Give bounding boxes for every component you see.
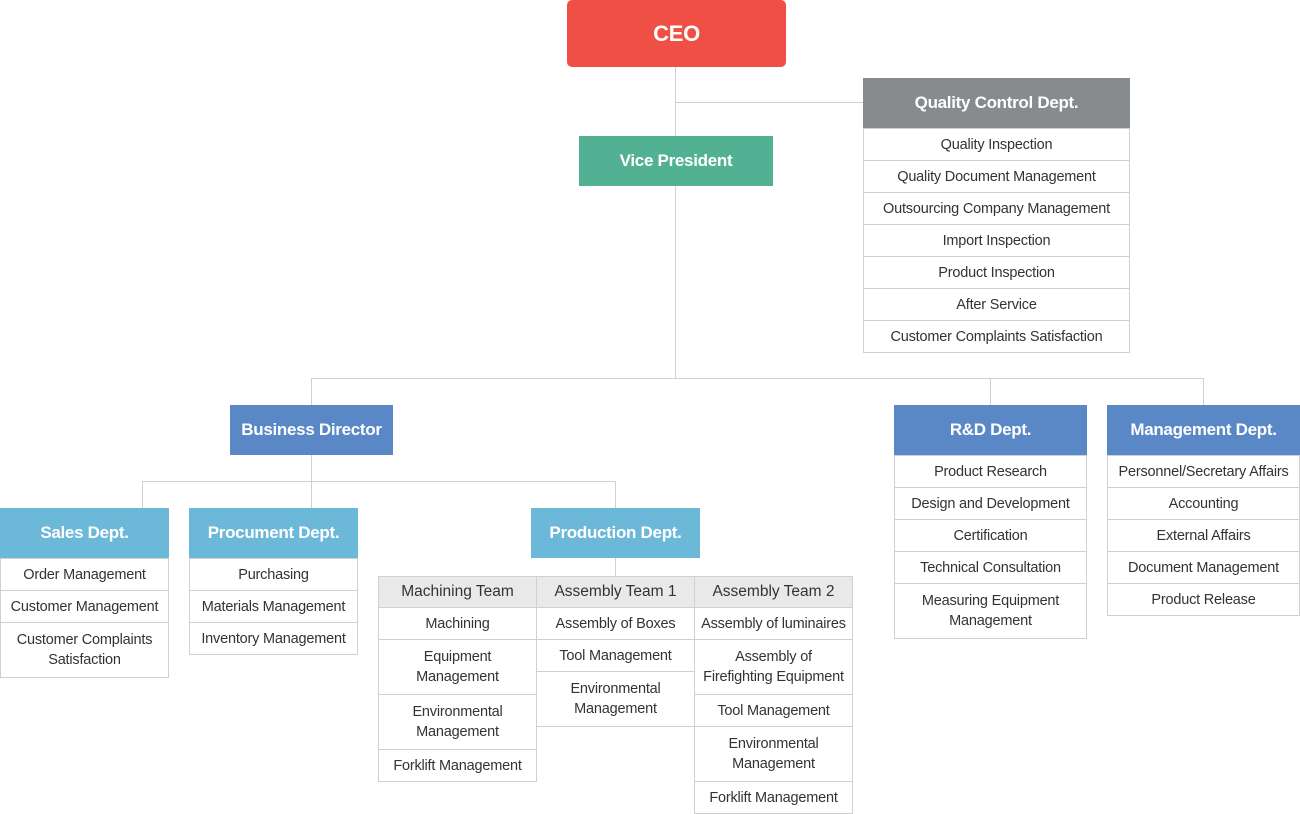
list-item: Assembly of luminaires <box>695 607 852 639</box>
connector-sales-drop <box>142 481 143 509</box>
list-item: Assembly of Boxes <box>537 607 694 639</box>
list-item: Forklift Management <box>379 749 536 781</box>
rd-dept-header: R&D Dept. <box>894 405 1087 455</box>
list-item: Measuring Equipment Management <box>895 583 1086 638</box>
assembly-team-1-list: Assembly of Boxes Tool Management Enviro… <box>536 607 695 727</box>
business-director-box: Business Director <box>230 405 393 455</box>
list-item: Environmental Management <box>695 726 852 781</box>
list-item: Accounting <box>1108 487 1299 519</box>
list-item: Inventory Management <box>190 622 357 654</box>
list-item: Assembly of Firefighting Equipment <box>695 639 852 694</box>
list-item: External Affairs <box>1108 519 1299 551</box>
management-dept-header: Management Dept. <box>1107 405 1300 455</box>
list-item: Import Inspection <box>864 224 1129 256</box>
list-item: Certification <box>895 519 1086 551</box>
vice-president-box: Vice President <box>579 136 773 186</box>
connector-vp-down <box>675 186 676 378</box>
connector-procurement-drop <box>311 481 312 509</box>
management-dept-list: Personnel/Secretary Affairs Accounting E… <box>1107 455 1300 616</box>
assembly-team-2-header: Assembly Team 2 <box>694 576 853 608</box>
sales-dept-list: Order Management Customer Management Cus… <box>0 558 169 678</box>
assembly-team-1-header: Assembly Team 1 <box>536 576 695 608</box>
connector-bd-down <box>311 454 312 481</box>
quality-control-list: Quality Inspection Quality Document Mana… <box>863 128 1130 353</box>
list-item: Environmental Management <box>379 694 536 749</box>
production-dept-header: Production Dept. <box>531 508 700 558</box>
list-item: Product Release <box>1108 583 1299 615</box>
list-item: Technical Consultation <box>895 551 1086 583</box>
list-item: After Service <box>864 288 1129 320</box>
list-item: Quality Document Management <box>864 160 1129 192</box>
list-item: Forklift Management <box>695 781 852 813</box>
connector-bd-drop <box>311 378 312 406</box>
connector-level2-horizontal <box>311 378 1204 379</box>
list-item: Equipment Management <box>379 639 536 694</box>
list-item: Order Management <box>1 558 168 590</box>
list-item: Environmental Management <box>537 671 694 726</box>
sales-dept-header: Sales Dept. <box>0 508 169 558</box>
rd-dept-list: Product Research Design and Development … <box>894 455 1087 639</box>
machining-team-header: Machining Team <box>378 576 537 608</box>
machining-team-list: Machining Equipment Management Environme… <box>378 607 537 782</box>
list-item: Customer Complaints Satisfaction <box>1 622 168 677</box>
connector-production-drop <box>615 481 616 509</box>
assembly-team-2-list: Assembly of luminaires Assembly of Firef… <box>694 607 853 814</box>
list-item: Personnel/Secretary Affairs <box>1108 455 1299 487</box>
list-item: Product Inspection <box>864 256 1129 288</box>
connector-level3-horizontal <box>142 481 616 482</box>
connector-qc-horizontal <box>675 102 864 103</box>
ceo-box: CEO <box>567 0 786 67</box>
list-item: Document Management <box>1108 551 1299 583</box>
connector-ceo-vp <box>675 67 676 136</box>
list-item: Design and Development <box>895 487 1086 519</box>
list-item: Quality Inspection <box>864 128 1129 160</box>
procurement-dept-header: Procument Dept. <box>189 508 358 558</box>
procurement-dept-list: Purchasing Materials Management Inventor… <box>189 558 358 655</box>
list-item: Purchasing <box>190 558 357 590</box>
list-item: Tool Management <box>695 694 852 726</box>
list-item: Machining <box>379 607 536 639</box>
connector-rd-drop <box>990 378 991 406</box>
list-item: Materials Management <box>190 590 357 622</box>
list-item: Product Research <box>895 455 1086 487</box>
connector-production-teams <box>615 557 616 577</box>
connector-mgmt-drop <box>1203 378 1204 406</box>
list-item: Customer Complaints Satisfaction <box>864 320 1129 352</box>
list-item: Customer Management <box>1 590 168 622</box>
quality-control-dept-header: Quality Control Dept. <box>863 78 1130 128</box>
list-item: Tool Management <box>537 639 694 671</box>
list-item: Outsourcing Company Management <box>864 192 1129 224</box>
